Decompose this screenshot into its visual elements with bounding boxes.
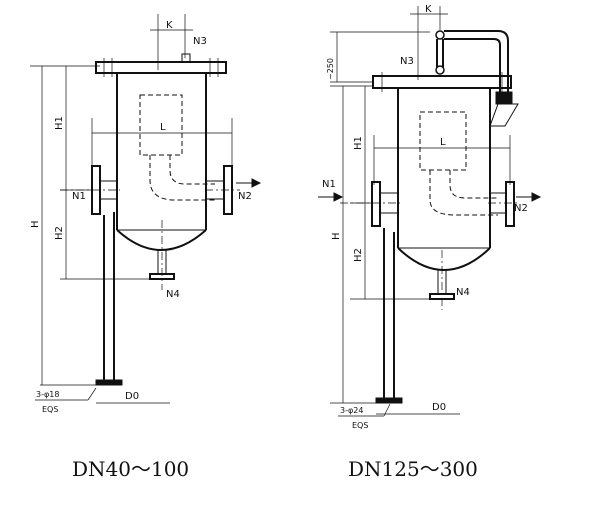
left-l-label: L xyxy=(160,122,166,133)
right-anchor-label: 3-φ24 xyxy=(340,406,363,415)
right-approx-label: ~250 xyxy=(326,58,335,80)
right-l-label: L xyxy=(440,137,446,148)
right-h2-label: H2 xyxy=(353,248,364,262)
left-n2-label: N2 xyxy=(238,191,252,202)
left-caption: DN40～100 xyxy=(72,457,189,481)
right-n2-label: N2 xyxy=(514,203,528,214)
left-anchor-label: 3-φ18 xyxy=(36,390,59,399)
right-filter-unit: K N3 L N1 xyxy=(318,4,542,481)
left-k-label: K xyxy=(166,20,173,31)
right-eqs-label: EQS xyxy=(352,421,368,430)
right-k-label: K xyxy=(425,4,432,15)
left-h1-label: H1 xyxy=(54,116,65,130)
left-n1-label: N1 xyxy=(72,191,86,202)
left-n4-label: N4 xyxy=(166,289,180,300)
left-n3-label: N3 xyxy=(193,36,207,47)
right-n4-label: N4 xyxy=(456,287,470,298)
left-h-label: H xyxy=(30,220,41,228)
left-d0-label: D0 xyxy=(125,391,139,402)
left-filter-unit: K N3 L N1 N2 xyxy=(30,14,262,481)
right-d0-label: D0 xyxy=(432,402,446,413)
right-n1-label: N1 xyxy=(322,179,336,190)
left-eqs-label: EQS xyxy=(42,405,58,414)
right-caption: DN125～300 xyxy=(348,457,478,481)
right-h-label: H xyxy=(331,232,342,240)
right-h1-label: H1 xyxy=(353,136,364,150)
left-h2-label: H2 xyxy=(54,226,65,240)
right-n3-label: N3 xyxy=(400,56,414,67)
